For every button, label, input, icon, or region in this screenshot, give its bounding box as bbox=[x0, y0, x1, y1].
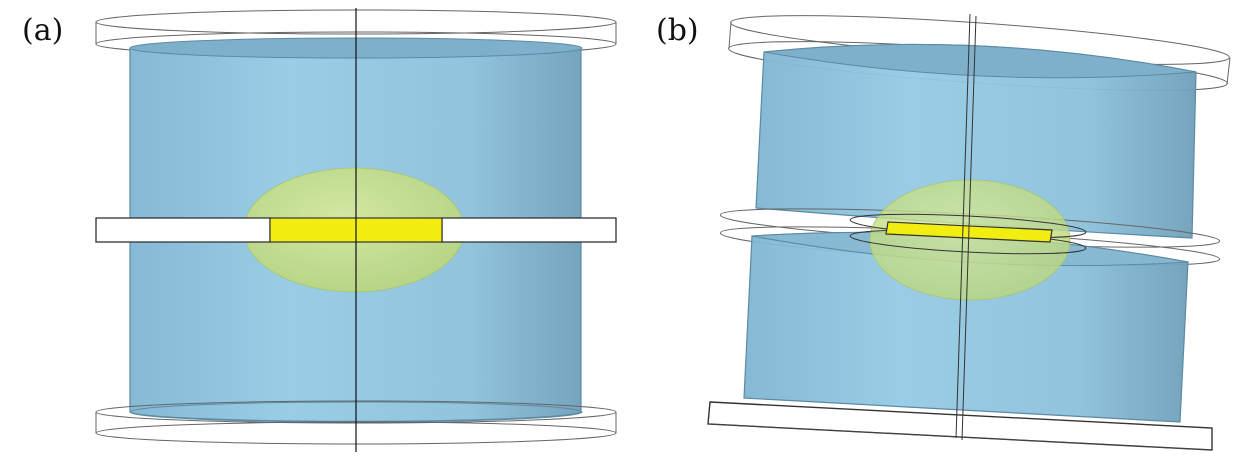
panel-b: (b) bbox=[656, 13, 1231, 451]
panel-a-label: (a) bbox=[22, 13, 63, 48]
panel-a: (a) bbox=[22, 8, 617, 452]
panel-b-ellipsoid bbox=[869, 179, 1071, 301]
panel-a-right-plate bbox=[441, 217, 617, 243]
panel-b-plate-edge bbox=[707, 423, 1213, 451]
panel-b-axis bbox=[955, 13, 977, 441]
panel-a-left-plate bbox=[95, 217, 271, 243]
panel-b-label: (b) bbox=[656, 13, 699, 48]
panel-b-upper-cylinder bbox=[755, 43, 1197, 239]
